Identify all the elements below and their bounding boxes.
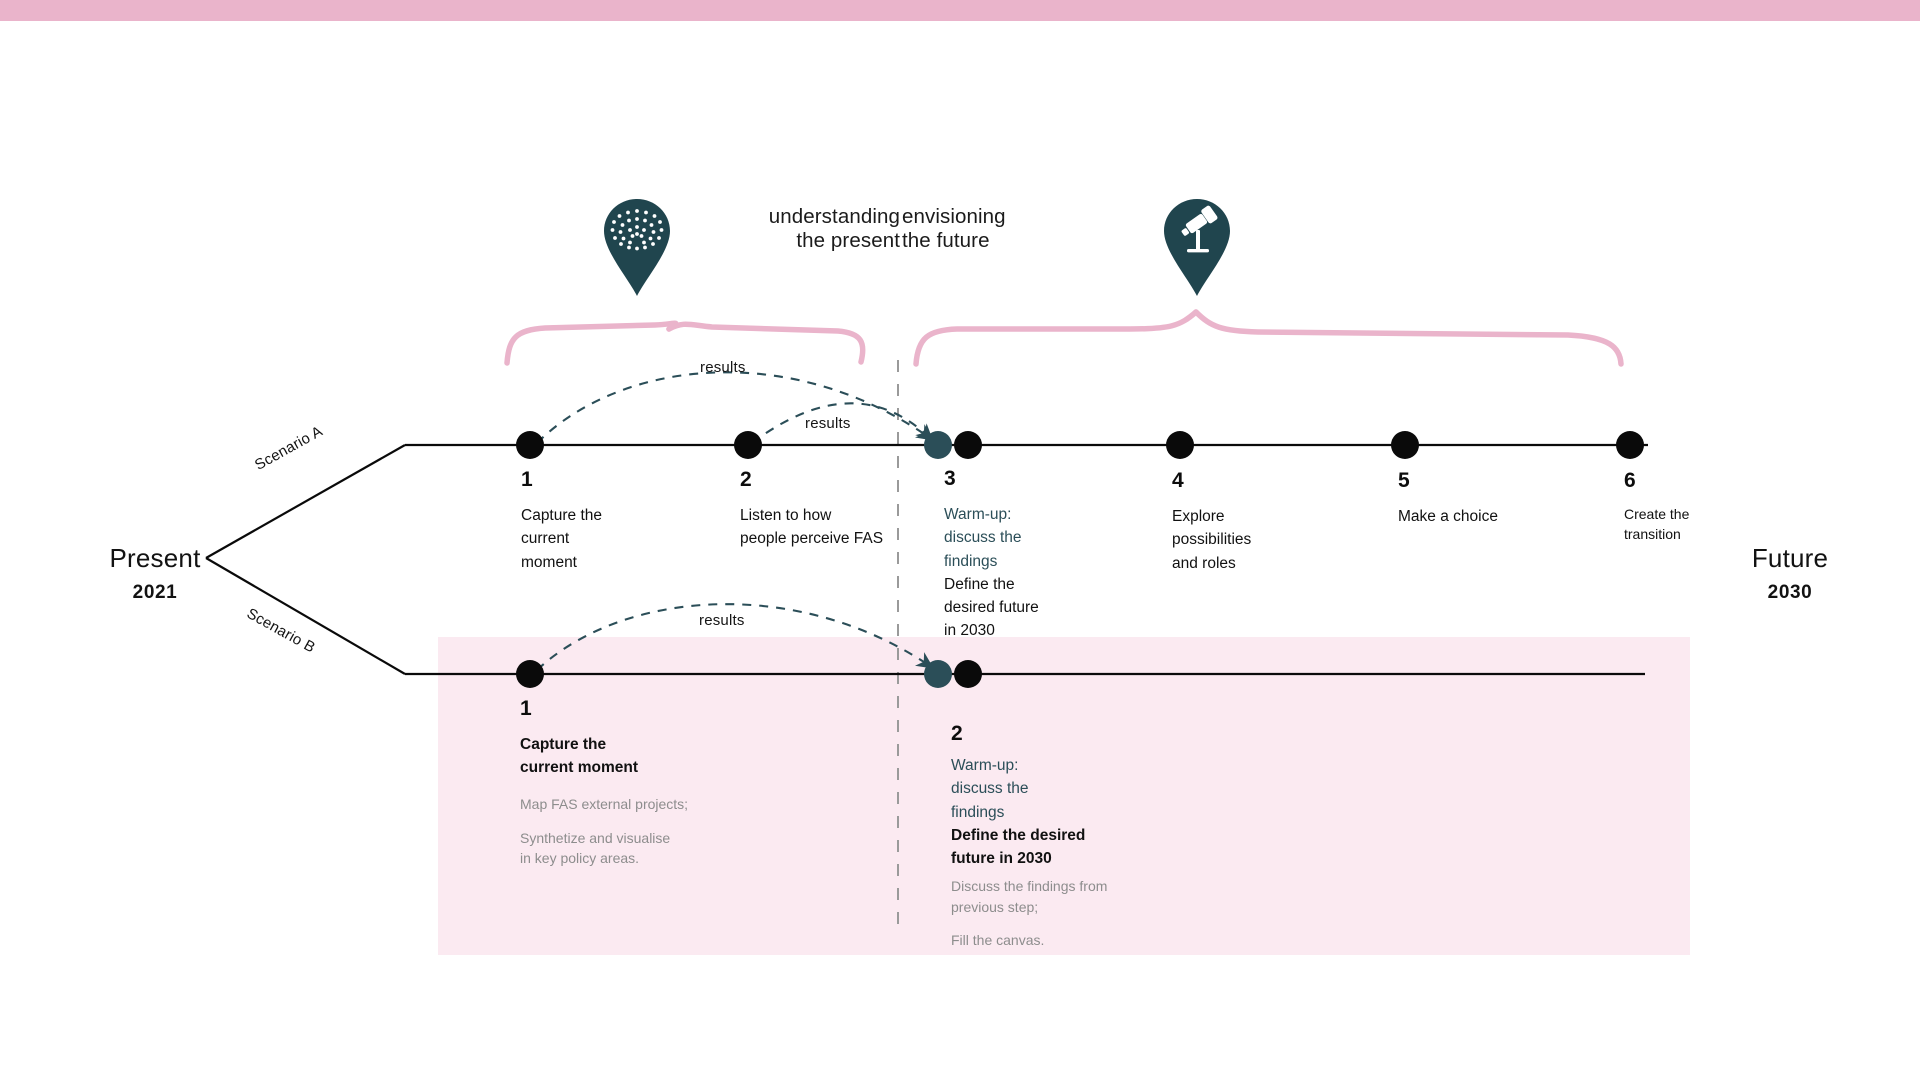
- step-text-line: previous step;: [951, 898, 1039, 915]
- step-number: 1: [520, 697, 532, 720]
- step-text-line: desired future: [944, 599, 1039, 616]
- axis-start-title: Present: [109, 543, 201, 573]
- step-b-1[interactable]: 1 Capture the current moment Map FAS ext…: [520, 698, 760, 868]
- phase-label-line-2: the future: [902, 228, 990, 252]
- step-text-line: transition: [1624, 525, 1681, 542]
- step-text-line: discuss the: [951, 780, 1029, 798]
- phase-label-line-1: envisioning: [902, 205, 1006, 228]
- phase-label-line-2: the present: [796, 228, 900, 252]
- flow-label-results-a1: results: [700, 359, 746, 376]
- step-text-line: findings: [951, 803, 1005, 821]
- milestone-dot-a2: [734, 431, 762, 459]
- phase-label-understanding-the-present: understanding the present: [600, 205, 900, 252]
- brace-envisioning-the-future-right: [1193, 309, 1624, 367]
- step-text-line: possibilities: [1172, 531, 1252, 549]
- step-text-line: Explore: [1172, 508, 1225, 525]
- step-number: 1: [521, 468, 533, 491]
- brace-understanding-the-present-right: [666, 321, 866, 365]
- step-number: 2: [740, 468, 752, 491]
- step-text-line: discuss the: [944, 529, 1022, 547]
- step-text-line: findings: [944, 552, 998, 570]
- step-text-line: and roles: [1172, 554, 1236, 572]
- flow-label-results-b1: results: [699, 612, 745, 629]
- milestone-dot-a1: [516, 431, 544, 459]
- step-text-line: Capture the: [520, 736, 607, 753]
- step-number: 2: [951, 722, 963, 745]
- step-text-line: Capture the: [521, 507, 602, 524]
- step-text-line: moment: [521, 553, 577, 571]
- step-a-3[interactable]: 3 Warm-up: discuss the findings Define t…: [944, 468, 1124, 643]
- step-text-line: Synthetize and visualise: [520, 829, 671, 846]
- step-text-line: Warm-up:: [944, 506, 1012, 523]
- step-text-line: in 2030: [944, 622, 995, 640]
- step-text-line: Discuss the findings from: [951, 878, 1108, 895]
- step-text-line: Warm-up:: [951, 757, 1019, 774]
- step-a-1[interactable]: 1 Capture the current moment: [521, 469, 691, 574]
- phase-label-line-1: understanding: [768, 205, 900, 228]
- step-text-line: future in 2030: [951, 850, 1052, 867]
- step-a-4[interactable]: 4 Explore possibilities and roles: [1172, 470, 1337, 575]
- step-number: 3: [944, 467, 956, 490]
- fork-line-scenario-a: [205, 444, 406, 559]
- step-b-2[interactable]: 2 Warm-up: discuss the findings Define t…: [951, 723, 1201, 950]
- branch-label-scenario-a: Scenario A: [252, 422, 326, 474]
- step-number: 4: [1172, 469, 1184, 492]
- step-number: 6: [1624, 469, 1636, 492]
- milestone-dot-b2-teal: [924, 660, 952, 688]
- brace-envisioning-the-future-left: [913, 309, 1199, 367]
- axis-end-year: 2030: [1767, 582, 1813, 603]
- milestone-dot-a3-teal: [924, 431, 952, 459]
- axis-end-title: Future: [1751, 543, 1829, 573]
- step-a-2[interactable]: 2 Listen to how people perceive FAS: [740, 469, 955, 551]
- step-text-line: Make a choice: [1398, 508, 1498, 525]
- brace-understanding-the-present: [504, 320, 679, 366]
- milestone-dot-b2: [954, 660, 982, 688]
- step-text-line: Define the: [944, 575, 1015, 593]
- milestone-dot-a4: [1166, 431, 1194, 459]
- step-text-line: Map FAS external projects;: [520, 795, 689, 812]
- step-text-line: current moment: [520, 759, 638, 777]
- flow-label-results-a2: results: [805, 415, 851, 432]
- step-number: 5: [1398, 469, 1410, 492]
- step-text-line: people perceive FAS: [740, 530, 884, 548]
- step-text-line: current: [521, 530, 570, 548]
- branch-label-scenario-b: Scenario B: [243, 605, 318, 657]
- milestone-dot-a6: [1616, 431, 1644, 459]
- step-text-line: Create the: [1624, 506, 1690, 522]
- milestone-dot-a5: [1391, 431, 1419, 459]
- step-text-line: in key policy areas.: [520, 850, 640, 867]
- top-accent-band: [0, 0, 1920, 21]
- milestone-dot-b1: [516, 660, 544, 688]
- results-arc-a1: [536, 371, 934, 444]
- axis-start-year: 2021: [132, 582, 178, 603]
- step-a-5[interactable]: 5 Make a choice: [1398, 470, 1598, 528]
- step-text-line: Fill the canvas.: [951, 931, 1045, 948]
- step-a-6[interactable]: 6 Create the transition: [1624, 470, 1774, 544]
- milestone-dot-a3: [954, 431, 982, 459]
- phase-label-envisioning-the-future: envisioning the future: [902, 205, 1202, 252]
- step-text-line: Define the desired: [951, 826, 1086, 844]
- fork-line-scenario-b: [205, 557, 406, 675]
- step-text-line: Listen to how: [740, 507, 832, 524]
